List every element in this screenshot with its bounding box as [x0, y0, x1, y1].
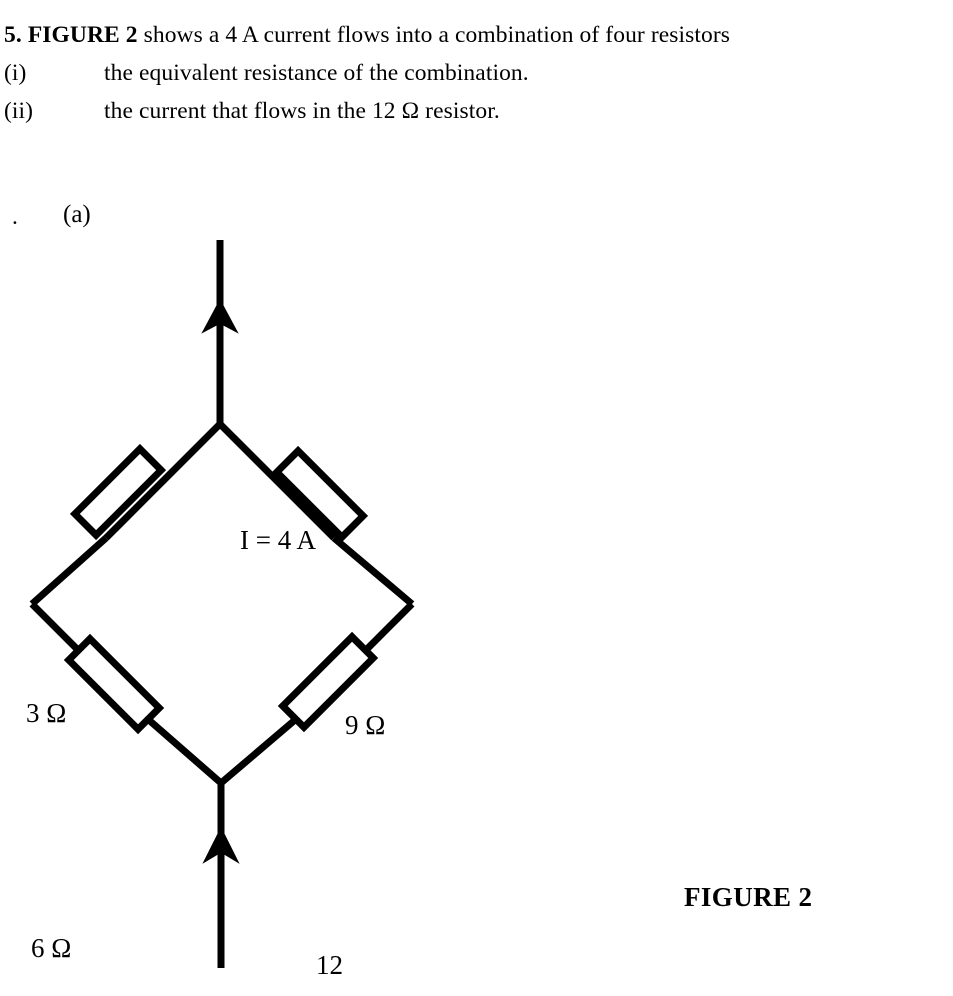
part-text-i: the equivalent resistance of the combina…: [104, 60, 529, 86]
current-label: I = 4 A: [240, 525, 316, 555]
resistor-label-6ohm: 6 Ω: [31, 933, 72, 963]
bottom-current-arrow-icon: [202, 826, 240, 864]
resistor-label-12ohm: 12: [316, 950, 343, 980]
resistor-label-3ohm: 3 Ω: [26, 698, 67, 728]
part-text-ii: the current that flows in the 12 Ω resis…: [104, 98, 500, 124]
wire-left-vertex-lower: [139, 711, 224, 786]
wire-left-vertex-upper: [29, 535, 109, 607]
stray-dot-marker: .: [12, 204, 18, 230]
top-current-arrow-icon: [201, 298, 239, 334]
question-part-i: (i) the equivalent resistance of the comb…: [4, 60, 529, 86]
circuit-diagram-svg: [29, 240, 415, 968]
resistor-symbol-6ohm: [63, 633, 165, 735]
figure-reference: FIGURE 2: [27, 22, 138, 48]
part-marker-i: (i): [4, 60, 27, 86]
question-part-ii: (ii) the current that flows in the 12 Ω r…: [4, 98, 500, 124]
wire-top-left: [103, 421, 223, 541]
figure-caption: FIGURE 2: [684, 882, 813, 912]
part-marker-ii: (ii): [4, 98, 34, 124]
resistor-label-9ohm: 9 Ω: [345, 710, 386, 740]
resistor-symbol-9ohm: [271, 445, 369, 543]
question-stem-line: 5. FIGURE 2 shows a 4 A current flows in…: [4, 22, 731, 48]
wire-top-right: [217, 421, 337, 541]
resistor-symbol-12ohm: [277, 631, 379, 733]
part-a-label: (a): [63, 201, 91, 228]
wire-right-vertex-lower: [218, 711, 305, 786]
wire-right-vertex-upper: [331, 535, 415, 607]
circuit-figure: I = 4 A 3 Ω 9 Ω 6 Ω 12: [0, 230, 520, 990]
resistor-symbol-3ohm: [69, 443, 167, 541]
question-stem-text: shows a 4 A current flows into a combina…: [137, 22, 731, 48]
question-number: 5.: [4, 22, 22, 48]
